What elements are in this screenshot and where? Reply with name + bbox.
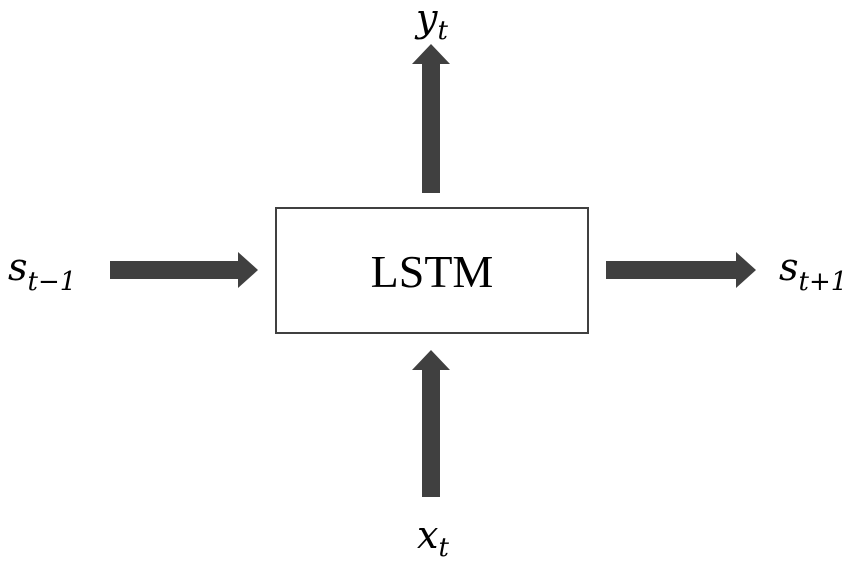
output-label-sub: t xyxy=(437,16,448,46)
input-label-sub: t xyxy=(438,533,449,563)
output-arrow xyxy=(412,44,450,193)
prev-state-label-sub: t−1 xyxy=(28,267,77,297)
next-state-arrow xyxy=(606,252,756,288)
prev-state-arrow xyxy=(110,252,258,288)
input-label: xt xyxy=(417,513,449,563)
lstm-box-label: LSTM xyxy=(371,246,494,297)
input-label-base: x xyxy=(417,513,438,557)
lstm-node: LSTM xyxy=(275,207,589,334)
next-state-label-sub: t+1 xyxy=(799,267,848,297)
lstm-box xyxy=(275,207,589,334)
prev-state-label: st−1 xyxy=(8,245,76,297)
next-state-label-base: s xyxy=(779,245,799,289)
prev-state-label-base: s xyxy=(8,245,28,289)
output-label: yt xyxy=(414,0,448,46)
input-arrow xyxy=(412,350,450,497)
next-state-label: st+1 xyxy=(779,245,847,297)
output-label-base: y xyxy=(414,0,438,40)
